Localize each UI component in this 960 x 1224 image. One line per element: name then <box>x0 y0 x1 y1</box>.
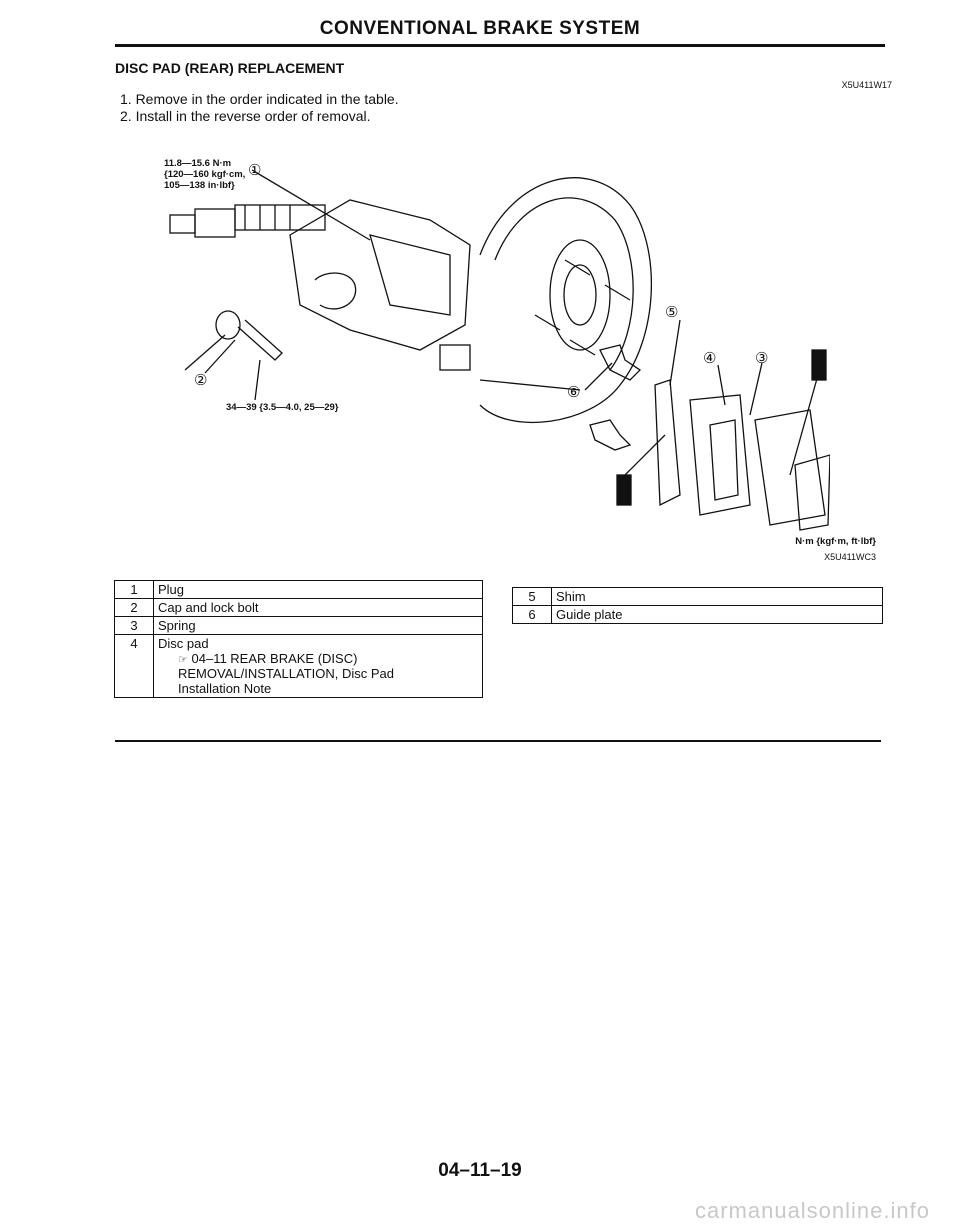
part-name: Spring <box>153 616 483 635</box>
callout-2: ② <box>194 372 207 389</box>
part-name: Guide plate <box>551 605 883 624</box>
instruction-step-1: 1. Remove in the order indicated in the … <box>120 91 399 107</box>
instruction-step-2: 2. Install in the reverse order of remov… <box>120 108 371 124</box>
figure-code: X5U411WC3 <box>824 552 876 562</box>
part-number: 2 <box>114 598 154 617</box>
callout-1: ① <box>248 162 261 179</box>
reference-icon: ☞ <box>178 654 188 666</box>
guide-plate <box>589 344 642 451</box>
page-number: 04–11–19 <box>438 1160 522 1181</box>
table-row: 3 Spring <box>114 616 483 635</box>
part-number: 5 <box>512 587 552 606</box>
reference-text: REMOVAL/INSTALLATION, Disc Pad <box>178 666 394 681</box>
callout-4: ④ <box>703 350 716 367</box>
callout-6: ⑥ <box>567 384 580 401</box>
header-rule <box>115 44 885 47</box>
part-name: Disc pad <box>158 636 209 651</box>
torque-spec-top: 11.8—15.6 N·m {120—160 kgf·cm, 105—138 i… <box>164 158 245 191</box>
part-number: 1 <box>114 580 154 599</box>
bottom-rule <box>115 740 881 742</box>
unit-label: N·m {kgf·m, ft·lbf} <box>795 536 876 547</box>
table-row: 2 Cap and lock bolt <box>114 598 483 617</box>
torque-line: 105—138 in·lbf} <box>164 180 235 191</box>
grease-tube-icon <box>616 349 827 506</box>
watermark[interactable]: carmanualsonline.info <box>694 1198 930 1223</box>
part-cell: Disc pad ☞ 04–11 REAR BRAKE (DISC) REMOV… <box>153 634 483 698</box>
page-header-title: CONVENTIONAL BRAKE SYSTEM <box>319 18 641 39</box>
caliper <box>289 199 471 371</box>
section-code: X5U411W17 <box>841 80 892 90</box>
parts-table-left: 1 Plug 2 Cap and lock bolt 3 Spring 4 Di… <box>114 580 483 698</box>
part-number: 3 <box>114 616 154 635</box>
reference-link[interactable]: ☞ 04–11 REAR BRAKE (DISC) <box>158 651 478 666</box>
brake-exploded-diagram: ① ② ③ ④ ⑤ ⑥ <box>169 162 830 531</box>
disc-pads <box>654 379 830 531</box>
part-name: Cap and lock bolt <box>153 598 483 617</box>
callout-5: ⑤ <box>665 304 678 321</box>
torque-line: 11.8—15.6 N·m <box>164 158 232 169</box>
table-row: 6 Guide plate <box>512 605 883 624</box>
part-number: 6 <box>512 605 552 624</box>
part-number: 4 <box>114 634 154 698</box>
part-name: Shim <box>551 587 883 606</box>
torque-line: {120—160 kgf·cm, <box>164 169 246 180</box>
callout-3: ③ <box>755 350 768 367</box>
table-row: 4 Disc pad ☞ 04–11 REAR BRAKE (DISC) REM… <box>114 634 483 698</box>
brake-rotor <box>479 177 653 423</box>
table-row: 1 Plug <box>114 580 483 599</box>
reference-text: 04–11 REAR BRAKE (DISC) <box>191 651 358 666</box>
section-title: DISC PAD (REAR) REPLACEMENT <box>115 60 345 76</box>
table-row: 5 Shim <box>512 587 883 606</box>
leader-lines <box>251 169 819 476</box>
parts-table-right: 5 Shim 6 Guide plate <box>512 587 883 624</box>
reference-text: Installation Note <box>178 681 272 696</box>
torque-spec-bottom: 34—39 {3.5—4.0, 25—29} <box>226 402 339 413</box>
brake-hose-fitting <box>169 204 326 238</box>
part-name: Plug <box>153 580 483 599</box>
lock-bolt <box>184 310 283 401</box>
